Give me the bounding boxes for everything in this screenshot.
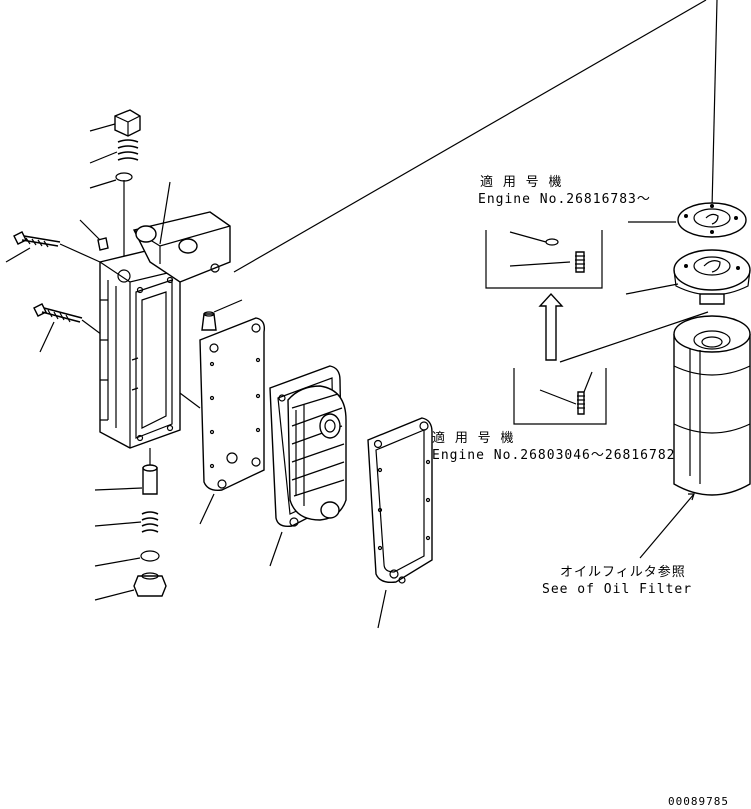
bolt-upper: [5, 231, 101, 263]
dowel-pin: [79, 219, 109, 251]
note-bottom-engine-serial: Engine No.26803046～26816782: [432, 448, 676, 463]
filter-head-top: [628, 202, 747, 238]
bypass-spring: [94, 511, 159, 533]
relief-plug: [89, 109, 141, 137]
note-top-applicability: 適 用 号 機: [480, 174, 562, 190]
reference-en: See of Oil Filter: [542, 582, 692, 597]
filter-head-base: [625, 249, 751, 305]
relief-spring: [89, 139, 139, 164]
inset-box-bottom: [513, 368, 607, 425]
arrow-up: [538, 292, 564, 361]
oil-cooler-cover: [99, 181, 231, 449]
long-leader-lines: [233, 0, 718, 273]
reference-jp: オイルフィルタ参照: [560, 564, 686, 580]
bottom-plug: [94, 572, 167, 601]
o-ring-top: [89, 172, 133, 189]
fitting-nipple: [201, 299, 243, 331]
gasket-element: [367, 417, 433, 629]
gasket-cover: [199, 317, 266, 525]
note-top-engine-serial: Engine No.26816783～: [478, 192, 651, 207]
note-bottom-applicability: 適 用 号 機: [432, 430, 514, 446]
bypass-valve: [94, 464, 158, 495]
oil-filter-cartridge: [559, 311, 751, 496]
oil-cooler-element: [269, 365, 347, 567]
filter-reference-leader: [639, 493, 695, 559]
filter-reference-arrowhead: [688, 493, 695, 501]
o-ring-bottom: [94, 550, 160, 567]
drawing-number: 00089785: [668, 795, 729, 808]
inset-box-top: [485, 230, 603, 289]
